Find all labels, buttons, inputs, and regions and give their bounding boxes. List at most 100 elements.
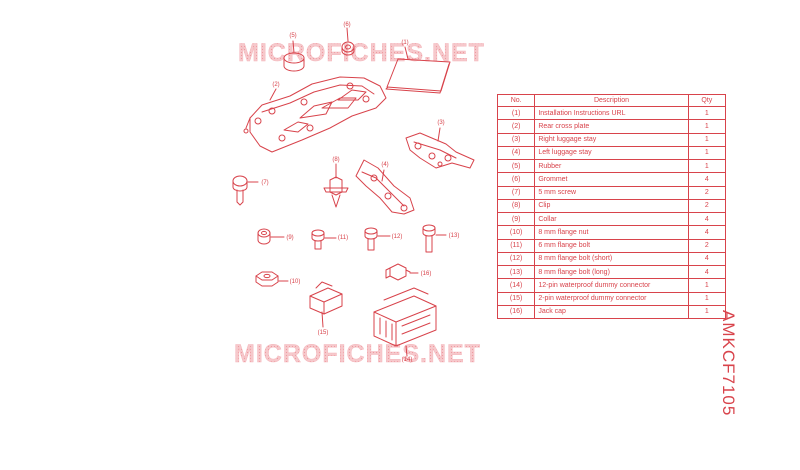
cell-no: (16)	[496, 304, 536, 320]
callout-11: (11)	[338, 235, 348, 241]
cell-no: (4)	[496, 145, 536, 161]
cell-no: (11)	[496, 238, 536, 253]
exploded-view: MICROFICHES.NET MICROFICHES.NET	[232, 22, 485, 368]
callout-7: (7)	[261, 180, 268, 186]
cell-no: (5)	[496, 158, 536, 174]
part-8mm-flange-nut	[255, 271, 289, 287]
part-6mm-flange-bolt	[311, 229, 337, 250]
cell-description: Left luggage stay	[534, 145, 689, 161]
callout-2: (2)	[272, 82, 279, 88]
callout-1: (1)	[401, 40, 408, 46]
cell-no: (14)	[496, 278, 536, 293]
cell-qty: 1	[687, 105, 727, 121]
part-right-luggage-stay	[405, 127, 475, 169]
header-no: No.	[496, 94, 536, 107]
cell-qty: 1	[687, 304, 727, 320]
part-12pin-connector	[373, 287, 437, 357]
cell-qty: 1	[687, 158, 727, 174]
callout-6: (6)	[343, 22, 350, 28]
callout-13: (13)	[449, 233, 460, 239]
table-row: (13)8 mm flange bolt (long)4	[496, 264, 727, 280]
table-header-row: No. Description Qty	[496, 94, 727, 107]
cell-no: (3)	[496, 132, 536, 147]
diagram-code: AMKCF7105	[719, 310, 738, 417]
callout-3: (3)	[437, 120, 444, 126]
cell-qty: 4	[687, 264, 727, 280]
callout-10: (10)	[290, 279, 301, 285]
cell-qty: 1	[687, 119, 727, 134]
cell-qty: 4	[687, 172, 727, 187]
cell-description: Rubber	[534, 158, 689, 174]
cell-qty: 4	[687, 225, 727, 240]
cell-qty: 1	[687, 145, 727, 161]
cell-qty: 4	[687, 251, 727, 267]
cell-no: (13)	[496, 264, 536, 280]
callout-8: (8)	[332, 157, 339, 163]
part-rubber	[283, 40, 305, 72]
parts-diagram: MICROFICHES.NET MICROFICHES.NET	[232, 22, 738, 416]
table-row: (12)8 mm flange bolt (short)4	[496, 251, 727, 267]
cell-description: 8 mm flange bolt (short)	[534, 251, 689, 267]
cell-description: Collar	[534, 211, 689, 227]
cell-qty: 1	[687, 278, 727, 293]
part-2pin-connector	[309, 281, 343, 328]
cell-qty: 2	[687, 185, 727, 200]
part-5mm-screw	[232, 175, 259, 206]
part-jack-cap	[385, 263, 419, 281]
callout-5: (5)	[289, 33, 296, 39]
watermark-top: MICROFICHES.NET	[238, 39, 485, 67]
cell-no: (6)	[496, 172, 536, 187]
watermark-bottom: MICROFICHES.NET	[234, 340, 481, 368]
callout-4: (4)	[381, 162, 388, 168]
part-collar	[257, 228, 285, 245]
cell-qty: 1	[687, 132, 727, 147]
header-description: Description	[534, 94, 689, 107]
callout-16: (16)	[421, 271, 432, 277]
cell-description: Rear cross plate	[534, 119, 689, 134]
cell-qty: 2	[687, 238, 727, 253]
cell-description: Jack cap	[534, 304, 689, 320]
cell-no: (12)	[496, 251, 536, 267]
parts-list-table: No. Description Qty (1)Installation Inst…	[496, 94, 727, 320]
part-rear-cross-plate	[243, 76, 387, 153]
callout-15: (15)	[318, 330, 329, 336]
cell-description: Installation Instructions URL	[534, 105, 689, 121]
cell-no: (9)	[496, 211, 536, 227]
callout-9: (9)	[286, 235, 293, 241]
cell-no: (10)	[496, 225, 536, 240]
cell-no: (2)	[496, 119, 536, 134]
part-clip	[323, 163, 349, 208]
cell-description: 2-pin waterproof dummy connector	[534, 291, 689, 306]
cell-description: 8 mm flange nut	[534, 225, 689, 240]
cell-description: Right luggage stay	[534, 132, 689, 147]
cell-qty: 1	[687, 291, 727, 306]
callout-14: (14)	[402, 357, 413, 363]
cell-qty: 4	[687, 211, 727, 227]
part-grommet	[341, 27, 355, 56]
callout-12: (12)	[392, 234, 403, 240]
part-left-luggage-stay	[355, 159, 415, 215]
header-qty: Qty	[687, 94, 727, 107]
cell-no: (1)	[496, 105, 536, 121]
cell-description: Grommet	[534, 172, 689, 187]
cell-description: 8 mm flange bolt (long)	[534, 264, 689, 280]
part-8mm-flange-bolt-short	[364, 227, 391, 251]
cell-no: (7)	[496, 185, 536, 200]
cell-description: 12-pin waterproof dummy connector	[534, 278, 689, 293]
cell-description: 6 mm flange bolt	[534, 238, 689, 253]
cell-qty: 2	[687, 198, 727, 214]
part-instruction-sheet	[385, 46, 451, 94]
cell-no: (8)	[496, 198, 536, 214]
